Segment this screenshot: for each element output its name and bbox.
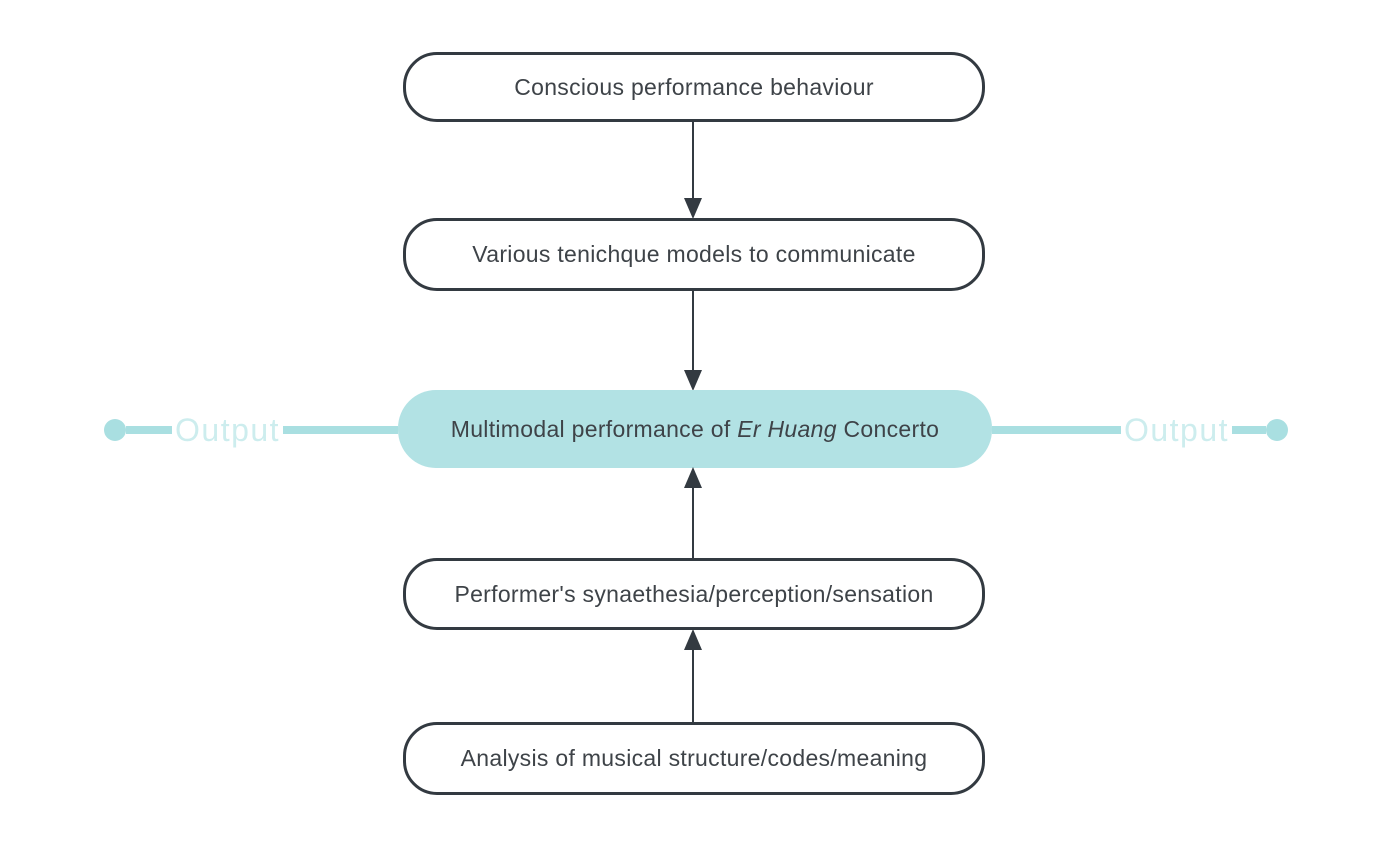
node-technique-models: Various tenichque models to communicate	[403, 218, 985, 291]
output-line-segment	[126, 426, 172, 434]
node-conscious-performance: Conscious performance behaviour	[403, 52, 985, 122]
arrow-models-to-multimodal	[683, 291, 703, 391]
output-label-left: Output	[175, 412, 281, 448]
output-line-segment	[1232, 426, 1266, 434]
node-performer-synaethesia: Performer's synaethesia/perception/sensa…	[403, 558, 985, 630]
arrowhead-up-icon	[684, 467, 702, 488]
label-suffix: Concerto	[836, 415, 940, 442]
node-label: Various tenichque models to communicate	[472, 241, 916, 267]
arrowhead-down-icon	[684, 370, 702, 391]
node-multimodal-performance: Multimodal performance of Er Huang Conce…	[398, 390, 992, 468]
arrow-analysis-to-synaethesia	[683, 629, 703, 722]
node-label: Performer's synaethesia/perception/sensa…	[454, 580, 934, 607]
output-line-segment	[992, 426, 1121, 434]
arrow-shaft	[692, 122, 695, 204]
output-connector-left: Output	[104, 414, 398, 446]
node-musical-analysis: Analysis of musical structure/codes/mean…	[403, 722, 985, 795]
arrow-shaft	[692, 291, 695, 376]
label-prefix: Multimodal performance of	[450, 415, 738, 442]
arrow-shaft	[692, 482, 695, 558]
output-line-segment	[283, 426, 398, 434]
arrow-synaethesia-to-multimodal	[683, 467, 703, 558]
node-label: Analysis of musical structure/codes/mean…	[460, 745, 928, 771]
node-label: Multimodal performance of Er Huang Conce…	[451, 416, 939, 443]
arrowhead-up-icon	[684, 629, 702, 650]
node-label: Conscious performance behaviour	[514, 73, 874, 100]
output-dot-icon	[1266, 419, 1288, 441]
label-italic: Er Huang	[737, 415, 837, 442]
output-connector-right: Output	[992, 414, 1288, 446]
arrow-shaft	[692, 644, 695, 722]
arrowhead-down-icon	[684, 198, 702, 219]
output-dot-icon	[104, 419, 126, 441]
output-label-right: Output	[1123, 412, 1229, 448]
arrow-conscious-to-models	[683, 122, 703, 219]
